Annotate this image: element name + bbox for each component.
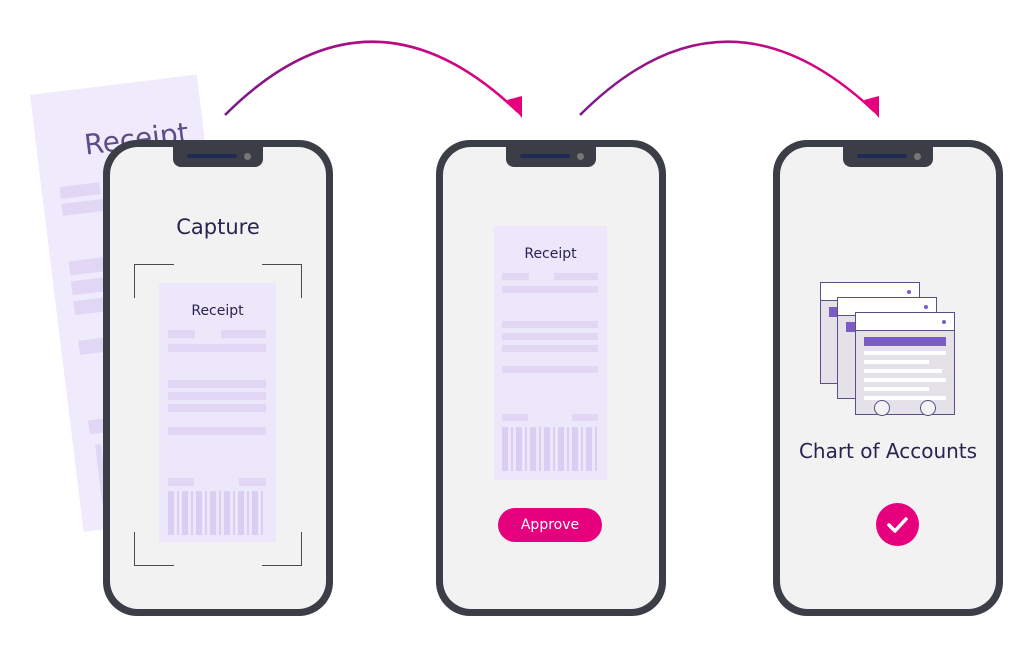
phone-chart-of-accounts: Chart of Accounts	[773, 140, 1003, 616]
scan-corner-icon	[134, 264, 174, 298]
receipt-preview: Receipt	[494, 226, 607, 480]
arrow-approve-to-accounts	[579, 40, 876, 116]
scan-corner-icon	[134, 532, 174, 566]
camera-icon	[244, 153, 251, 160]
receipt-title: Receipt	[524, 246, 577, 262]
chart-of-accounts-title: Chart of Accounts	[798, 439, 978, 463]
arrow-capture-to-approve	[224, 40, 519, 116]
phone-approve: Receipt Approve	[436, 140, 666, 616]
arrowhead-icon	[507, 96, 522, 118]
receipt-title: Receipt	[191, 303, 244, 319]
scan-corner-icon	[262, 532, 302, 566]
check-icon	[876, 503, 919, 546]
phone-notch	[173, 147, 263, 167]
scan-corner-icon	[262, 264, 302, 298]
approve-button[interactable]: Approve	[498, 508, 602, 542]
camera-icon	[577, 153, 584, 160]
phone-notch	[843, 147, 933, 167]
phone-notch	[506, 147, 596, 167]
phone-capture: Capture Receipt	[103, 140, 333, 616]
capture-title: Capture	[176, 215, 260, 239]
camera-icon	[914, 153, 921, 160]
captured-receipt: Receipt	[159, 283, 276, 542]
arrowhead-icon	[864, 96, 879, 118]
